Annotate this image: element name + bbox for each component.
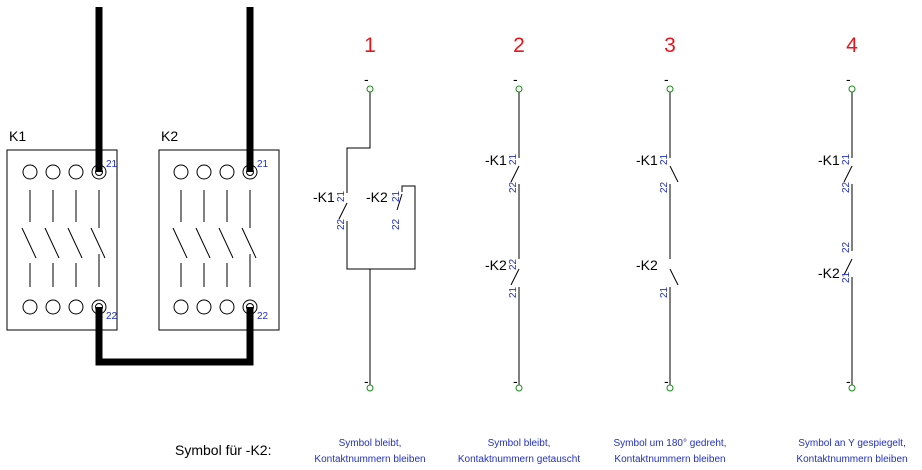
- relay-k2-contact-top: 21: [257, 159, 269, 170]
- variant-1-terminal-top: [366, 85, 374, 93]
- variant-3-minus-top: -: [664, 71, 669, 87]
- variant-2-k2-c21: 21: [508, 286, 519, 298]
- variant-3-k2-label: -K2: [636, 257, 658, 273]
- variant-3-k1-label: -K1: [636, 152, 658, 168]
- variant-3-terminal-top: [666, 85, 674, 93]
- variant-4-number: 4: [846, 34, 858, 57]
- variant-1-k2-c22: 22: [391, 218, 402, 230]
- symbol-for-label: Symbol für -K2:: [175, 442, 271, 458]
- variant-4-k2-c22: 22: [841, 241, 852, 253]
- variant-1-caption-line2: Kontaktnummern bleiben: [314, 454, 425, 465]
- variant-2-k1-c21: 21: [508, 153, 519, 165]
- variant-4-k2-label: -K2: [818, 265, 840, 281]
- variant-3-k1-c22: 22: [659, 181, 670, 193]
- variant-1: 1 - - -K1 -K2 21 22 21 22: [313, 34, 416, 392]
- variant-3-k1-c21: 21: [659, 153, 670, 165]
- variant-2-terminal-top: [515, 85, 523, 93]
- variant-3-caption-line1: Symbol um 180° gedreht,: [614, 438, 727, 449]
- relay-k1: K1 21 22: [6, 128, 118, 331]
- relay-k2-contacts: [172, 164, 258, 315]
- variant-1-k1-label: -K1: [313, 189, 335, 205]
- variant-1-number: 1: [364, 34, 376, 57]
- variant-4-caption-line2: Kontaktnummern bleiben: [796, 454, 907, 465]
- relay-k2: K2 21 22: [158, 128, 280, 331]
- variant-2-k2-label: -K2: [485, 257, 507, 273]
- variant-1-k1-c22: 22: [336, 218, 347, 230]
- relay-k1-box: [6, 149, 118, 331]
- variant-2-number: 2: [513, 34, 525, 57]
- variant-3-terminal-bottom: [666, 384, 674, 392]
- variant-1-k2-c21: 21: [391, 190, 402, 202]
- variant-4-minus-top: -: [846, 71, 851, 87]
- relay-k2-contact-bottom: 22: [257, 311, 269, 322]
- variant-1-minus-top: -: [364, 71, 369, 87]
- variant-2-k1-c22: 22: [508, 181, 519, 193]
- variant-1-terminal-bottom: [366, 384, 374, 392]
- variant-1-k2-label: -K2: [366, 189, 388, 205]
- variant-2-k1-label: -K1: [485, 152, 507, 168]
- variant-4-minus-bottom: -: [846, 373, 851, 389]
- variant-4-k2-c21: 21: [841, 271, 852, 283]
- variant-2: 2 - - -K1 -K2 21 22 22 21: [485, 34, 525, 392]
- variant-4-k1-label: -K1: [818, 152, 840, 168]
- relay-k1-contacts: [21, 164, 107, 315]
- variant-2-caption-line1: Symbol bleibt,: [488, 438, 551, 449]
- variant-1-caption-line1: Symbol bleibt,: [339, 438, 402, 449]
- variant-4-k1-c21: 21: [841, 153, 852, 165]
- variant-4-terminal-top: [848, 85, 856, 93]
- variant-4-k1-c22: 22: [841, 181, 852, 193]
- variant-1-minus-bottom: -: [364, 373, 369, 389]
- relay-k1-contact-top: 21: [106, 159, 118, 170]
- variant-2-minus-top: -: [513, 71, 518, 87]
- relay-k2-name: K2: [161, 128, 178, 144]
- variant-4-caption-line1: Symbol an Y gespiegelt,: [798, 438, 905, 449]
- variant-3-k2-c21: 21: [659, 286, 670, 298]
- variant-2-k2-c22: 22: [508, 258, 519, 270]
- relay-k1-contact-bottom: 22: [106, 311, 118, 322]
- variant-3: 3 - - -K1 -K2 21 22 21: [636, 34, 679, 392]
- variant-4: 4 - - -K1 -K2 21 22 22 21: [818, 34, 858, 392]
- variant-3-number: 3: [664, 34, 676, 57]
- variant-2-terminal-bottom: [515, 384, 523, 392]
- relay-k2-box: [158, 149, 280, 331]
- wire-bridge-bottom: [95, 307, 254, 366]
- relay-k1-name: K1: [9, 128, 26, 144]
- variant-1-k1-c21: 21: [336, 190, 347, 202]
- variant-3-caption-line2: Kontaktnummern bleiben: [614, 454, 725, 465]
- variant-2-caption-line2: Kontaktnummern getauscht: [458, 454, 581, 465]
- variant-4-terminal-bottom: [848, 384, 856, 392]
- variant-2-minus-bottom: -: [513, 373, 518, 389]
- variant-3-minus-bottom: -: [664, 373, 669, 389]
